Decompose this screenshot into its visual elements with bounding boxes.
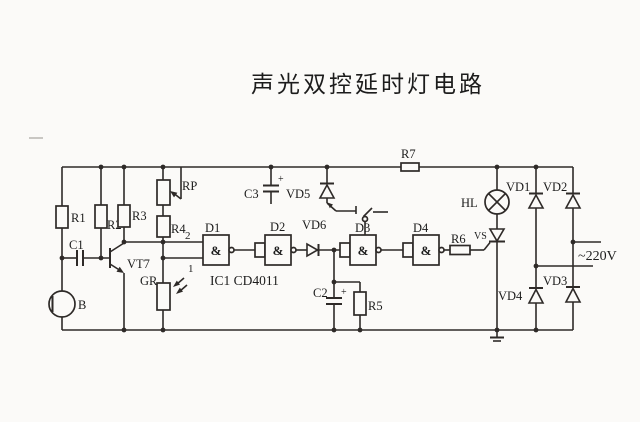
bridge-diode-vd4: VD4 xyxy=(498,266,545,330)
lamp-hl: HL xyxy=(461,167,510,229)
resistor-r1: R1 xyxy=(55,167,86,291)
nand-gate-d4: & D4 xyxy=(402,221,445,266)
diode-vd5: VD5 xyxy=(286,167,337,212)
resistor-r3: R3 xyxy=(117,167,147,242)
d3-gate-symbol: & xyxy=(358,243,369,258)
junction-dots xyxy=(59,164,576,333)
d3-label: D3 xyxy=(355,221,370,235)
d4-label: D4 xyxy=(413,221,429,235)
vd1-label: VD1 xyxy=(506,180,530,194)
d1-label: D1 xyxy=(205,221,220,235)
d1-gate-symbol: & xyxy=(211,243,222,258)
r6-label: R6 xyxy=(451,232,466,246)
vd5-label: VD5 xyxy=(286,187,310,201)
vd4-label: VD4 xyxy=(498,289,523,303)
nand-gate-d3: & D3 xyxy=(339,221,382,266)
d2-label: D2 xyxy=(270,220,285,234)
r5-label: R5 xyxy=(368,299,383,313)
d1-pin2-label: 2 xyxy=(185,230,191,242)
vt7-label: VT7 xyxy=(127,257,150,271)
photoresistor-gr: GR xyxy=(140,258,188,330)
bridge-diode-vd1: VD1 xyxy=(506,167,545,266)
resistor-r2: R2 xyxy=(94,167,122,258)
r4-label: R4 xyxy=(171,222,186,236)
nand-gate-d1: & D1 xyxy=(202,221,235,266)
capacitor-c1: C1 xyxy=(62,238,110,266)
c3-plus-sign: + xyxy=(278,174,284,185)
mains-terminals: ~220V xyxy=(536,241,617,267)
rp-label: RP xyxy=(182,179,197,193)
d1-pin1-label: 1 xyxy=(188,263,194,275)
resistor-r6: R6 xyxy=(444,232,491,256)
capacitor-c2: C2 + xyxy=(313,250,347,330)
r7-label: R7 xyxy=(401,147,416,161)
ic-label: IC1 CD4011 xyxy=(210,273,279,288)
bridge-diode-vd3: VD3 xyxy=(543,242,582,330)
thyristor-vs: VS xyxy=(474,228,506,330)
resistor-r7: R7 xyxy=(400,147,420,172)
vd6-label: VD6 xyxy=(302,218,326,232)
b-label: B xyxy=(78,298,86,312)
mains-label: ~220V xyxy=(578,249,617,264)
resistor-r4: R4 xyxy=(156,205,186,258)
c1-label: C1 xyxy=(69,238,84,252)
push-switch xyxy=(336,206,388,235)
bridge-diode-vd2: VD2 xyxy=(543,167,582,242)
transistor-vt7: VT7 xyxy=(109,242,150,330)
diagram-title: 声光双控延时灯电路 xyxy=(251,72,485,97)
d2-gate-symbol: & xyxy=(273,243,284,258)
potentiometer-rp: RP xyxy=(156,167,197,206)
capacitor-c3: C3 + xyxy=(244,167,284,204)
gr-label: GR xyxy=(140,274,158,288)
resistor-r5: R5 xyxy=(334,281,383,330)
r1-label: R1 xyxy=(71,211,86,225)
d4-gate-symbol: & xyxy=(421,243,432,258)
c2-plus-sign: + xyxy=(341,287,347,298)
nand-gate-d2: & D2 xyxy=(254,220,297,266)
microphone-b: B xyxy=(48,290,86,330)
c2-label: C2 xyxy=(313,286,328,300)
hl-label: HL xyxy=(461,196,478,210)
c3-label: C3 xyxy=(244,187,259,201)
vd3-label: VD3 xyxy=(543,274,567,288)
vs-label: VS xyxy=(474,231,487,242)
diode-vd6: VD6 xyxy=(296,218,340,258)
vd2-label: VD2 xyxy=(543,180,567,194)
r3-label: R3 xyxy=(132,209,147,223)
